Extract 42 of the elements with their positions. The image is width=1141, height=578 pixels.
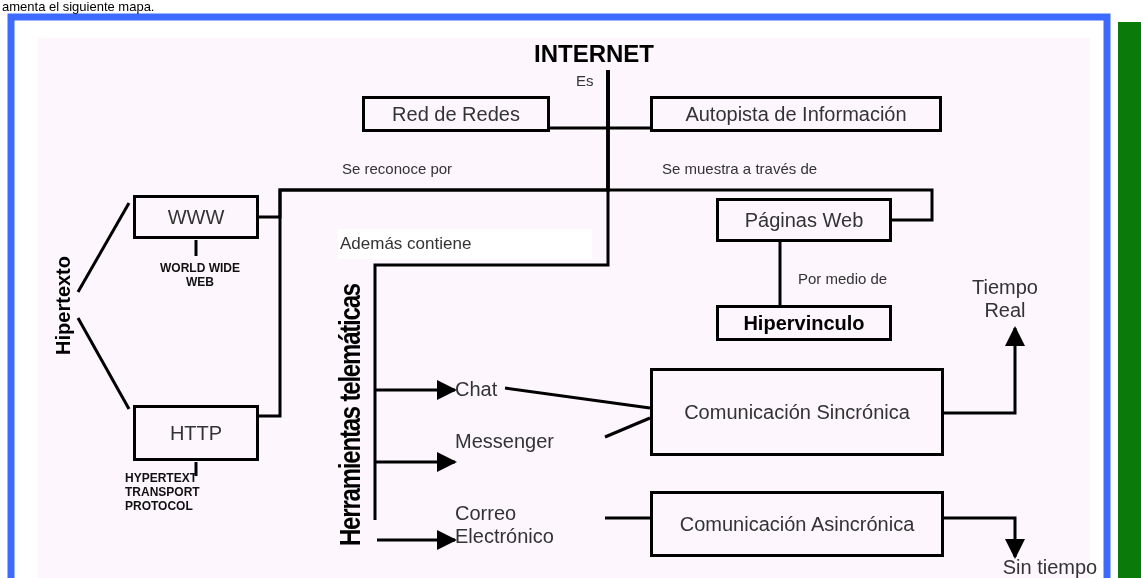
connector-line — [76, 202, 131, 293]
arrow — [944, 516, 1025, 559]
box-label: Comunicación Asincrónica — [679, 512, 915, 536]
vertical-label: Herramientas telemáticas — [332, 284, 368, 546]
connector-line — [605, 516, 650, 520]
concept-box — [650, 491, 944, 557]
concept-box — [133, 195, 259, 239]
connector-line — [504, 386, 651, 410]
box-label: Páginas Web — [744, 208, 864, 232]
concept-label: INTERNET — [534, 40, 654, 68]
arrow — [944, 326, 1025, 415]
concept-label: Sin tiempo — [1002, 556, 1098, 578]
expansion-label: WORLD WIDE WEB — [159, 262, 241, 290]
concept-box — [716, 198, 892, 242]
box-label: Hipervinculo — [743, 311, 865, 335]
concept-box — [716, 305, 892, 341]
box-label: WWW — [167, 205, 225, 229]
edge-label: Por medio de — [796, 270, 890, 287]
edge-label: Se muestra a través de — [660, 160, 820, 177]
vertical-label: Hipertexto — [51, 255, 75, 355]
box-label: HTTP — [169, 421, 223, 445]
concept-label: Messenger — [455, 429, 554, 453]
concept-box — [133, 405, 259, 461]
box-label: Comunicación Sincrónica — [684, 400, 910, 424]
connector-line — [76, 317, 131, 410]
box-label: Autopista de Información — [685, 102, 907, 126]
box-label: Red de Redes — [392, 102, 520, 126]
arrow — [377, 530, 457, 550]
expansion-label: HYPERTEXT TRANSPORT PROTOCOL — [125, 472, 201, 514]
concept-label: Correo Electrónico — [455, 502, 555, 548]
connector-line — [373, 70, 610, 520]
concept-box — [650, 368, 944, 456]
arrow — [375, 380, 457, 400]
connector-line — [604, 416, 651, 439]
concept-label: Chat — [455, 377, 498, 401]
concept-box — [362, 96, 550, 132]
concept-box — [650, 96, 942, 132]
connector-line — [778, 242, 782, 305]
instruction-text: amenta el siguiente mapa. — [2, 0, 155, 13]
arrow — [375, 452, 457, 472]
concept-label: Tiempo Real — [971, 276, 1039, 322]
edge-label: Además contiene — [338, 229, 592, 259]
